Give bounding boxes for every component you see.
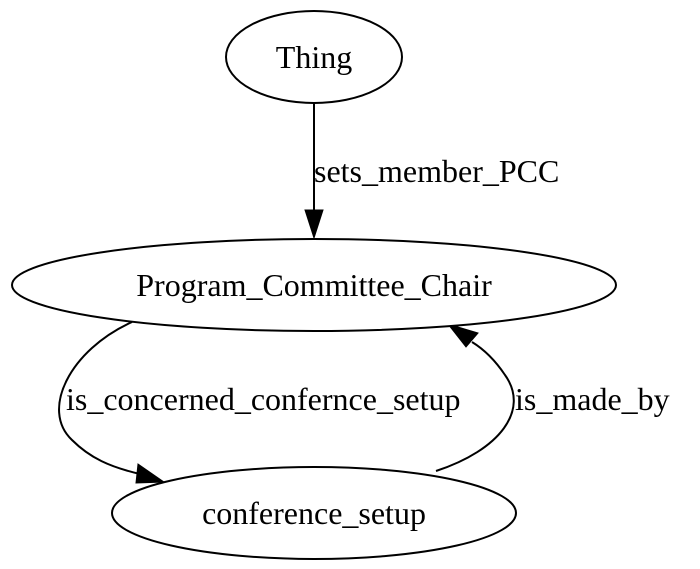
node-thing-shape	[225, 10, 403, 104]
edge-is-concerned-confernce-setup-line	[58, 321, 141, 475]
edge-label-is-concerned-confernce-setup: is_concerned_confernce_setup	[66, 381, 460, 417]
edge-is-concerned-confernce-setup: is_concerned_confernce_setup	[58, 321, 460, 484]
edge-is-made-by-line	[435, 341, 515, 472]
edge-sets-member-pcc: sets_member_PCC	[304, 103, 559, 240]
edge-is-made-by: is_made_by	[435, 323, 670, 472]
node-conference-setup: conference_setup	[111, 466, 517, 560]
node-label-conference-setup: conference_setup	[202, 495, 426, 531]
node-label-program-committee-chair: Program_Committee_Chair	[136, 267, 492, 303]
node-conference-setup-shape	[111, 466, 517, 560]
edge-sets-member-pcc-arrowhead	[304, 209, 324, 240]
node-label-thing: Thing	[276, 39, 352, 75]
node-thing: Thing	[225, 10, 403, 104]
edge-is-made-by-arrowhead	[446, 323, 479, 348]
edge-is-concerned-confernce-setup-arrowhead	[135, 463, 166, 484]
node-program-committee-chair-shape	[11, 238, 617, 332]
edge-label-is-made-by: is_made_by	[515, 381, 670, 417]
edge-label-sets-member-pcc: sets_member_PCC	[314, 153, 559, 189]
node-program-committee-chair: Program_Committee_Chair	[11, 238, 617, 332]
